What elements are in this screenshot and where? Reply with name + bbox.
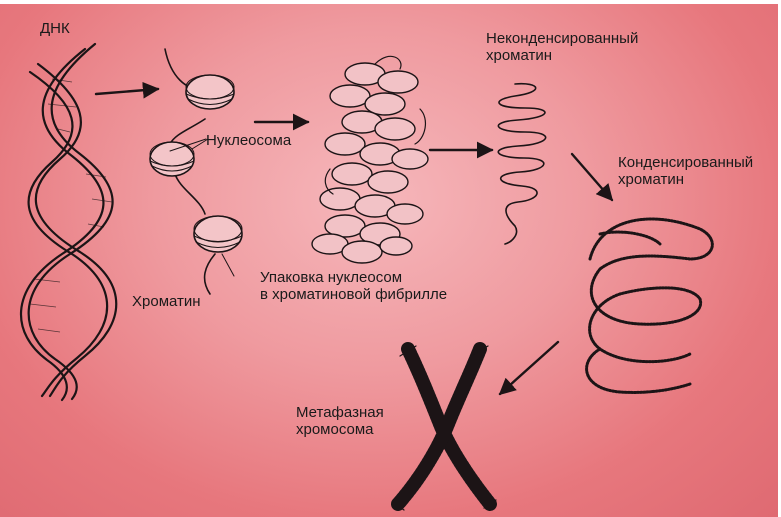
label-metaphase-chromosome: Метафазная хромосома <box>296 404 384 438</box>
packed-fibril <box>312 56 428 263</box>
condensed-chromatin <box>587 219 713 392</box>
uncondensed-chromatin <box>498 84 545 244</box>
arrow <box>500 342 558 394</box>
label-nucleosome-packing-line1: Упаковка нуклеосом <box>260 269 447 286</box>
nucleosome-disc <box>186 75 234 109</box>
nucleosome-disc <box>194 216 242 252</box>
label-uncondensed-line1: Неконденсированный <box>486 30 638 47</box>
label-metaphase-line1: Метафазная <box>296 404 384 421</box>
diagram-artwork <box>0 4 781 517</box>
label-condensed-line1: Конденсированный <box>618 154 753 171</box>
label-condensed-chromatin: Конденсированный хроматин <box>618 154 753 188</box>
nucleosome-chain <box>150 49 242 294</box>
arrow <box>572 154 612 200</box>
metaphase-chromosome <box>392 346 496 510</box>
label-nucleosome: Нуклеосома <box>206 132 291 149</box>
nucleosome-disc <box>150 142 194 176</box>
label-metaphase-line2: хромосома <box>296 421 384 438</box>
label-chromatin: Хроматин <box>132 293 201 310</box>
label-nucleosome-packing: Упаковка нуклеосом в хроматиновой фибрил… <box>260 269 447 303</box>
dna-double-helix <box>21 44 116 400</box>
arrow <box>96 89 158 94</box>
label-dna: ДНК <box>40 20 70 37</box>
label-uncondensed-chromatin: Неконденсированный хроматин <box>486 30 638 64</box>
label-nucleosome-packing-line2: в хроматиновой фибрилле <box>260 286 447 303</box>
label-condensed-line2: хроматин <box>618 171 753 188</box>
label-uncondensed-line2: хроматин <box>486 47 638 64</box>
